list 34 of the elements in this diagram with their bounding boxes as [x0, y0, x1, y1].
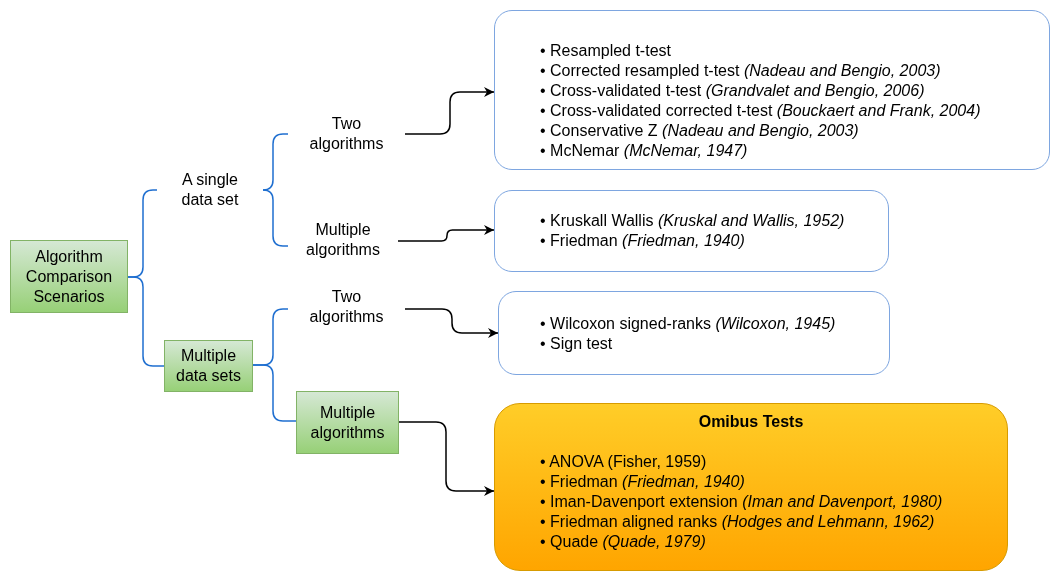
rounded-box [498, 291, 890, 375]
list-item: • Cross-validated t-test (Grandvalet and Bengio, 2006) [540, 81, 925, 101]
list-item: • Friedman (Friedman, 1940) [540, 472, 745, 492]
node-label: Two algorithms [288, 285, 405, 329]
bracket-line [127, 276, 165, 367]
list-item: • Conservative Z (Nadeau and Bengio, 2003) [540, 121, 859, 141]
list-item: • ANOVA (Fisher, 1959) [540, 452, 707, 472]
node-label: A single data set [157, 168, 263, 212]
list-item: • Corrected resampled t-test (Nadeau and Bengio, 2003) [540, 61, 941, 81]
process-box: Multiple data sets [164, 340, 253, 392]
list-item: • Friedman aligned ranks (Hodges and Lehmann, 1962) [540, 512, 935, 532]
arrow [404, 308, 499, 338]
process-box: Algorithm Comparison Scenarios [10, 240, 128, 313]
arrow [397, 225, 495, 242]
box-heading: Omibus Tests [697, 412, 805, 432]
node-label: Two algorithms [288, 112, 405, 156]
process-box: Multiple algorithms [296, 391, 399, 454]
list-item: • Friedman (Friedman, 1940) [540, 231, 745, 251]
rounded-box [494, 190, 889, 272]
arrow [404, 87, 495, 135]
list-item: • Iman-Davenport extension (Iman and Davenport, 1980) [540, 492, 943, 512]
list-item: • Wilcoxon signed-ranks (Wilcoxon, 1945) [540, 314, 836, 334]
bracket-line [252, 364, 297, 422]
list-item: • Resampled t-test [540, 41, 671, 61]
rounded-box [494, 403, 1008, 571]
rounded-box [494, 10, 1050, 170]
list-item: • Quade (Quade, 1979) [540, 532, 706, 552]
bracket-line [262, 189, 289, 247]
list-item: • Kruskall Wallis (Kruskal and Wallis, 1952) [540, 211, 845, 231]
list-item: • Cross-validated corrected t-test (Bouckaert and Frank, 2004) [540, 101, 981, 121]
node-label: Multiple algorithms [288, 218, 398, 262]
arrow [398, 421, 495, 496]
list-item: • McNemar (McNemar, 1947) [540, 141, 748, 161]
list-item: • Sign test [540, 334, 613, 354]
